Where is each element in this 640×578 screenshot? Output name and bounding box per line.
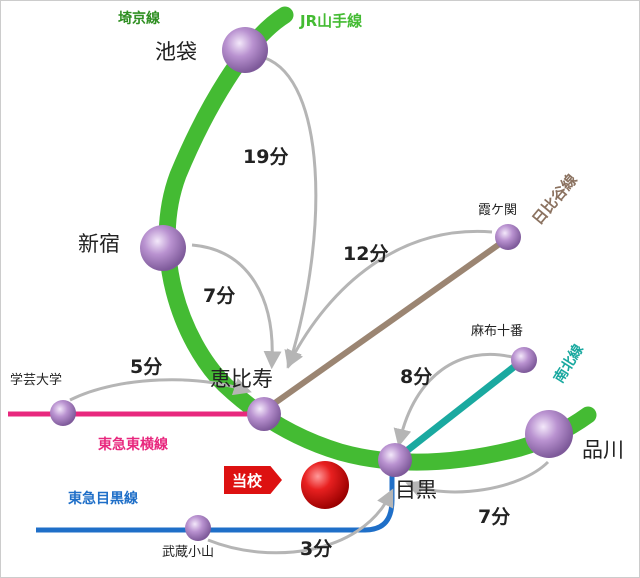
time-azabujuban-meguro: 8分	[400, 366, 433, 388]
station-kasumigaseki-dot	[495, 224, 521, 250]
station-musashikoyama-dot	[185, 515, 211, 541]
station-shinjuku-label: 新宿	[78, 232, 120, 256]
station-musashikoyama-label: 武蔵小山	[162, 545, 215, 560]
line-label-yamanote: JR山手線	[300, 12, 363, 30]
arrow-musashikoyama-meguro	[207, 488, 394, 555]
arrow-ikebukuro-ebisu	[264, 56, 318, 369]
time-kasumigaseki-ebisu: 12分	[343, 243, 389, 265]
line-label-saikyo: 埼京線	[118, 11, 160, 27]
station-ikebukuro-dot	[222, 27, 268, 73]
arrow-shinagawa-meguro	[405, 460, 550, 498]
station-shinagawa-dot	[525, 410, 573, 458]
station-azabujuban-dot	[511, 347, 537, 373]
line-label-toyoko: 東急東横線	[98, 437, 168, 453]
station-shinagawa-label: 品川	[582, 438, 624, 462]
school-badge: 当校	[224, 466, 282, 494]
station-azabujuban-label: 麻布十番	[471, 324, 524, 339]
station-ebisu-label: 恵比寿	[210, 367, 273, 391]
hibiya-line	[263, 235, 510, 413]
station-ebisu-dot	[247, 397, 281, 431]
station-meguro-label: 目黒	[395, 478, 437, 502]
arrow-shinjuku-ebisu	[191, 243, 282, 370]
arrow-kasumigaseki-ebisu	[286, 229, 493, 369]
arrow-gakugeidaigaku-ebisu	[69, 378, 252, 402]
arrow-azabujuban-meguro	[393, 352, 513, 448]
station-gakugeidaigaku-dot	[50, 400, 76, 426]
line-label-meguro-line: 東急目黒線	[68, 491, 138, 507]
namboku-line	[392, 349, 536, 463]
time-shinagawa-meguro: 7分	[478, 506, 511, 528]
station-gakugeidaigaku-label: 学芸大学	[10, 373, 63, 388]
time-ikebukuro-ebisu: 19分	[243, 146, 289, 168]
time-musashikoyama-meguro: 3分	[300, 538, 333, 560]
time-gakugeidaigaku-ebisu: 5分	[130, 356, 163, 378]
station-shinjuku-dot	[140, 225, 186, 271]
station-kasumigaseki-label: 霞ケ関	[478, 203, 518, 218]
time-shinjuku-ebisu: 7分	[203, 285, 236, 307]
station-meguro-dot	[378, 443, 412, 477]
station-ikebukuro-label: 池袋	[155, 40, 197, 64]
yamanote-line	[158, 6, 597, 471]
school-dot	[301, 461, 349, 509]
